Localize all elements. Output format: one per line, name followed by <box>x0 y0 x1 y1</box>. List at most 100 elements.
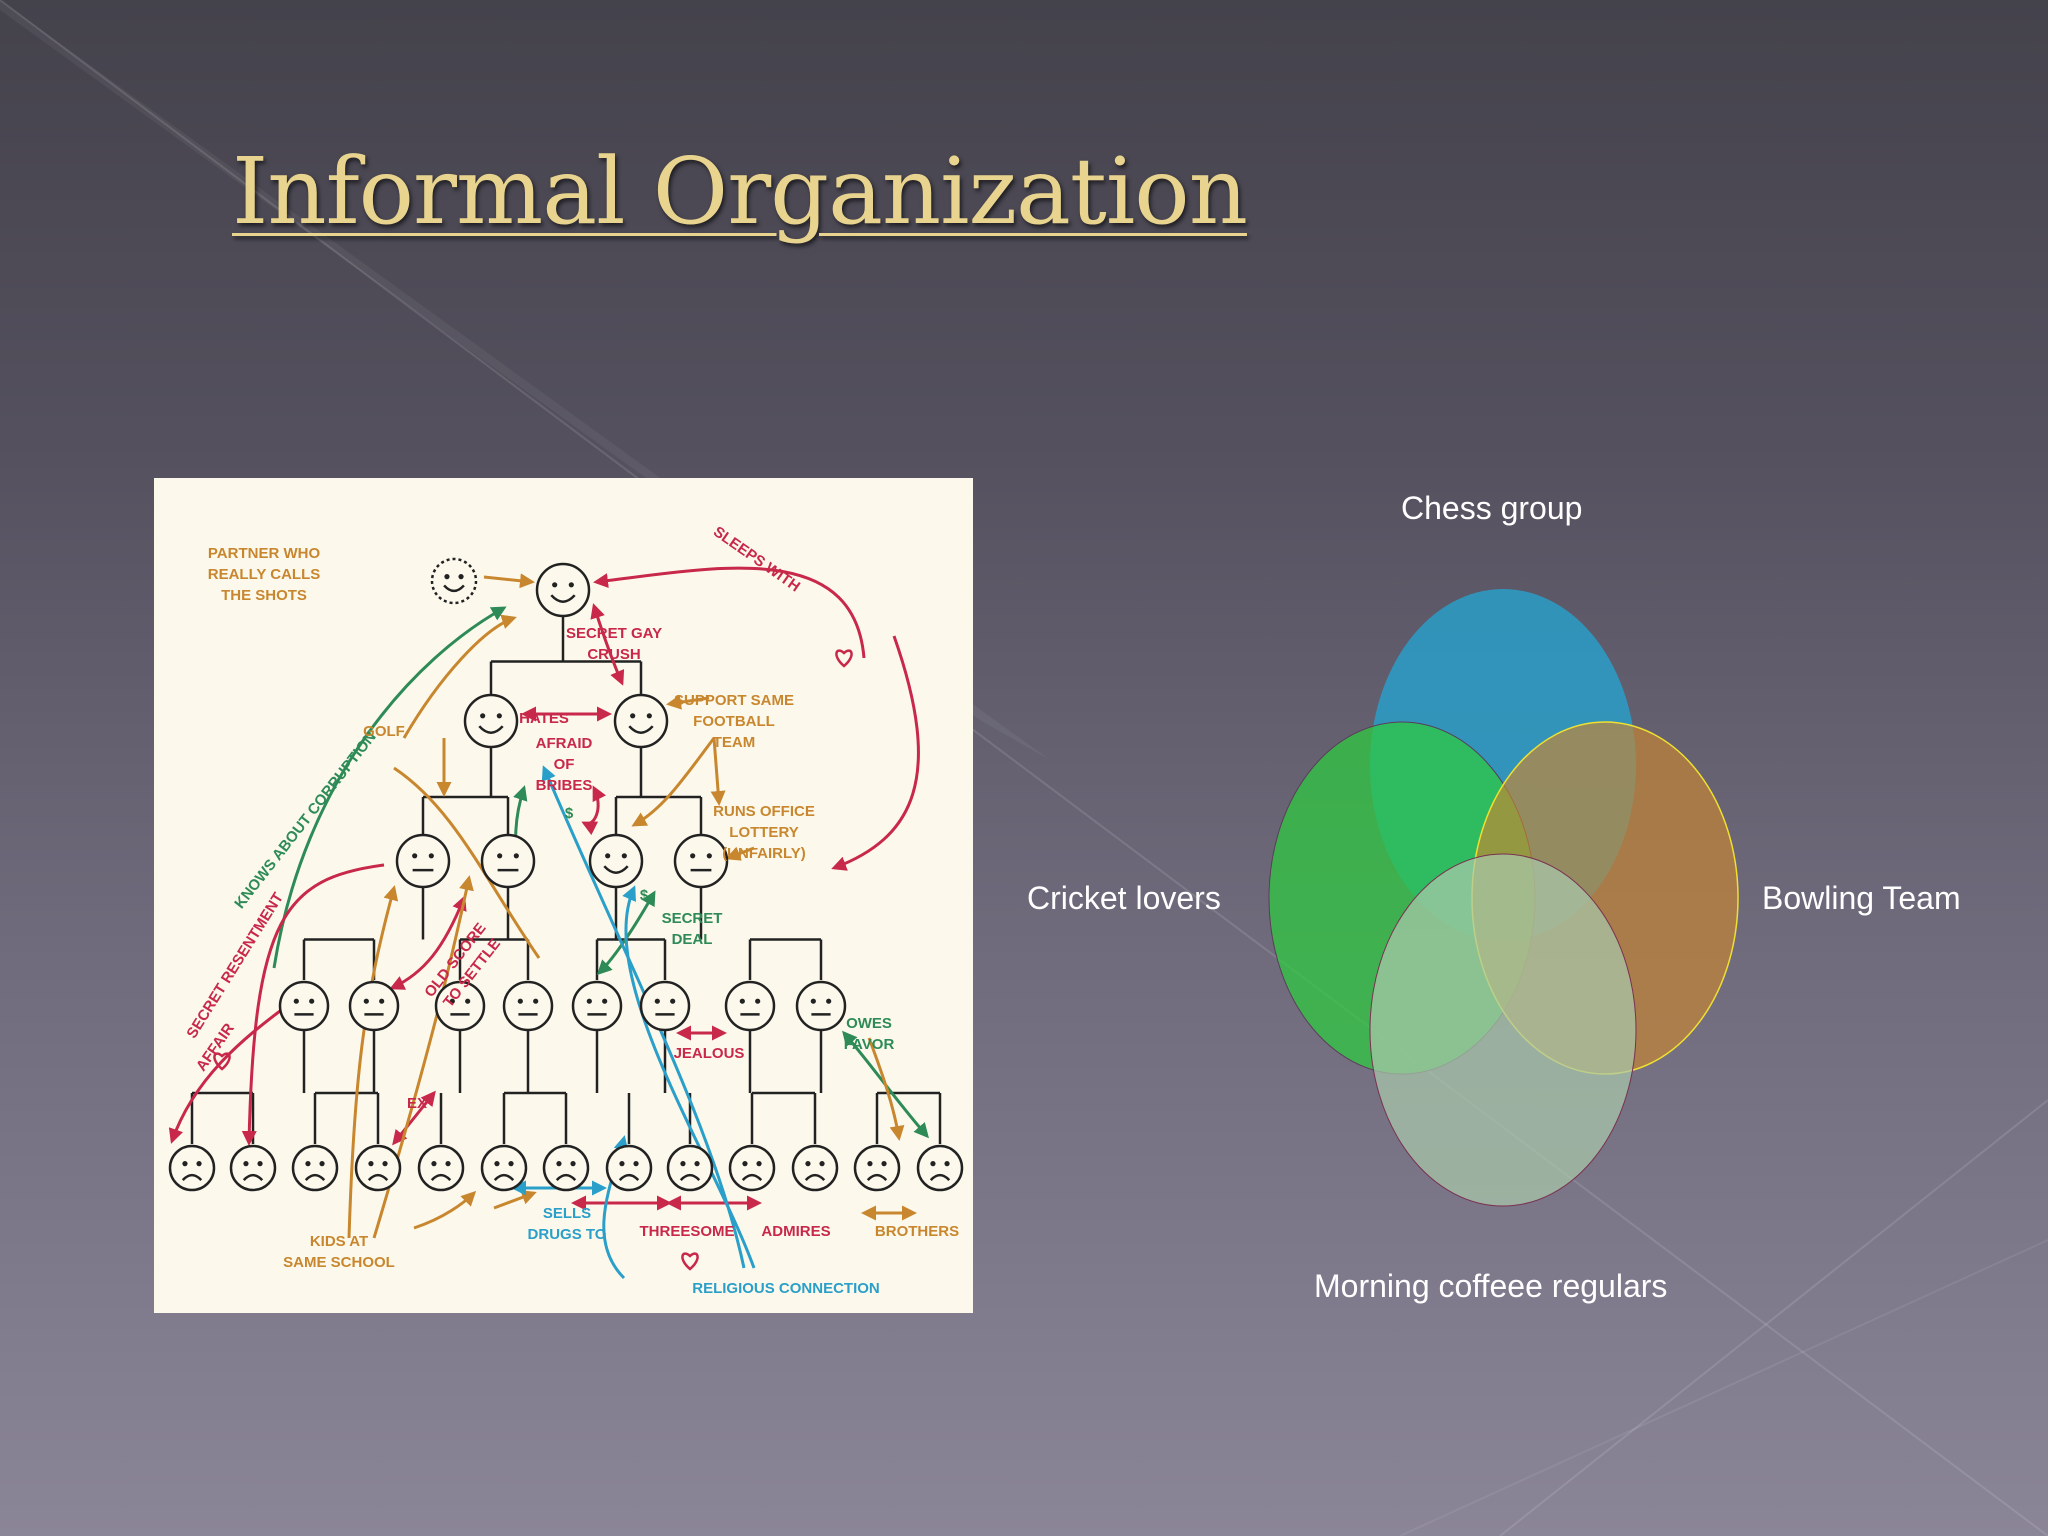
venn-circle-coffee <box>1369 853 1637 1207</box>
annotation-jealous: JEALOUS <box>674 1045 745 1062</box>
heart-icon <box>213 1052 231 1071</box>
annotation-line: LOTTERY <box>729 824 798 841</box>
annotation-line: EX <box>407 1095 427 1112</box>
annotation-line: THREESOME <box>639 1223 734 1240</box>
annotation-line: FOOTBALL <box>693 713 775 730</box>
annotation-football: SUPPORT SAME FOOTBALL TEAM <box>674 692 794 751</box>
relationship-arrow-33 <box>393 766 541 959</box>
annotation-line: DRUGS TO <box>528 1226 607 1243</box>
annotation-line: ADMIRES <box>761 1223 830 1240</box>
sad-face-icon <box>354 1144 402 1192</box>
annotation-dollar1: $ <box>565 805 574 822</box>
relationship-arrow-20 <box>347 885 399 1239</box>
annotation-line: SELLS <box>543 1205 591 1222</box>
annotation-line: BRIBES <box>536 777 593 794</box>
relationship-arrow-12 <box>241 863 385 1146</box>
relationship-arrow-14 <box>389 895 467 990</box>
relationship-arrow-17 <box>867 1037 905 1141</box>
heart-icon <box>835 649 853 668</box>
annotation-line: $ <box>640 887 649 904</box>
relationship-arrow-9 <box>725 846 755 861</box>
happy-face-icon <box>463 693 519 749</box>
sad-face-icon <box>791 1144 839 1192</box>
neutral-face-icon <box>673 833 729 889</box>
neutral-face-icon <box>278 980 330 1032</box>
neutral-face-icon <box>724 980 776 1032</box>
sad-face-icon <box>229 1144 277 1192</box>
sad-face-icon <box>542 1144 590 1192</box>
happy-face-icon <box>588 833 644 889</box>
relationship-arrow-31 <box>831 635 920 871</box>
annotation-bribes: AFRAID OF BRIBES <box>536 735 593 794</box>
annotation-line: HATES <box>519 710 569 727</box>
relationship-arrows <box>168 566 929 1280</box>
relationship-arrow-19 <box>392 1090 436 1146</box>
relationship-arrow-28 <box>622 885 756 1269</box>
neutral-face-icon <box>795 980 847 1032</box>
annotation-gaycrush: SECRET GAY CRUSH <box>566 625 662 663</box>
annotation-drugs: SELLS DRUGS TO <box>528 1205 607 1243</box>
relationship-arrow-8 <box>710 737 726 806</box>
neutral-face-icon <box>434 980 486 1032</box>
annotation-line: KIDS AT <box>310 1233 368 1250</box>
annotation-line: SUPPORT SAME <box>674 692 794 709</box>
annotation-owesfavor: OWES FAVOR <box>844 1015 895 1053</box>
annotation-line: FAVOR <box>844 1036 895 1053</box>
neutral-face-icon <box>480 833 536 889</box>
sad-face-icon <box>480 1144 528 1192</box>
annotation-line: CRUSH <box>587 646 640 663</box>
annotation-lottery: RUNS OFFICE LOTTERY (UNFAIRLY) <box>713 803 815 862</box>
relationship-arrow-23 <box>493 1190 537 1210</box>
annotation-line: AFRAID <box>536 735 593 752</box>
annotation-line: SECRET GAY <box>566 625 662 642</box>
sad-face-icon <box>605 1144 653 1192</box>
annotation-line: BROTHERS <box>875 1223 959 1240</box>
venn-label-bowling: Bowling Team <box>1762 880 1961 916</box>
relationship-arrow-1 <box>590 603 625 686</box>
relationship-arrow-3 <box>272 606 507 969</box>
annotation-line: TEAM <box>713 734 756 751</box>
neutral-face-icon <box>348 980 400 1032</box>
happy-face-icon <box>430 557 478 605</box>
sad-face-icon <box>666 1144 714 1192</box>
happy-face-icon <box>613 693 669 749</box>
annotation-threesome: THREESOME <box>639 1223 734 1240</box>
annotation-line: PARTNER WHO <box>208 545 321 562</box>
venn-diagram <box>1260 580 1750 1210</box>
neutral-face-icon <box>639 980 691 1032</box>
annotation-brothers: BROTHERS <box>875 1223 959 1240</box>
annotation-golf: GOLF <box>363 723 405 740</box>
relationship-arrow-4 <box>402 614 517 739</box>
annotation-line: OF <box>554 756 575 773</box>
sad-face-icon <box>168 1144 216 1192</box>
relationship-arrow-13 <box>168 1006 285 1144</box>
annotation-ex: EX <box>407 1095 427 1112</box>
employee-faces <box>168 557 964 1192</box>
annotation-dollar2: $ <box>640 887 649 904</box>
relationship-arrow-15 <box>596 890 656 976</box>
annotation-kids: KIDS AT SAME SCHOOL <box>283 1233 395 1271</box>
annotation-line: OWES <box>846 1015 892 1032</box>
sad-face-icon <box>728 1144 776 1192</box>
happy-face-icon <box>535 562 591 618</box>
annotation-hates: HATES <box>519 710 569 727</box>
sad-face-icon <box>853 1144 901 1192</box>
annotation-line: (UNFAIRLY) <box>722 845 806 862</box>
neutral-face-icon <box>502 980 554 1032</box>
sad-face-icon <box>417 1144 465 1192</box>
annotation-line: RELIGIOUS CONNECTION <box>692 1280 880 1297</box>
annotation-line: $ <box>565 805 574 822</box>
annotation-line: JEALOUS <box>674 1045 745 1062</box>
relationship-arrow-22 <box>413 1190 477 1230</box>
annotation-line: THE SHOTS <box>221 587 307 604</box>
annotation-line: RUNS OFFICE <box>713 803 815 820</box>
neutral-face-icon <box>571 980 623 1032</box>
sad-face-icon <box>916 1144 964 1192</box>
annotation-line: SECRET <box>662 910 723 927</box>
relationship-arrow-6 <box>666 694 710 710</box>
venn-label-chess: Chess group <box>1401 490 1583 526</box>
venn-label-cricket: Cricket lovers <box>1027 880 1221 916</box>
annotation-line: SAME SCHOOL <box>283 1254 395 1271</box>
